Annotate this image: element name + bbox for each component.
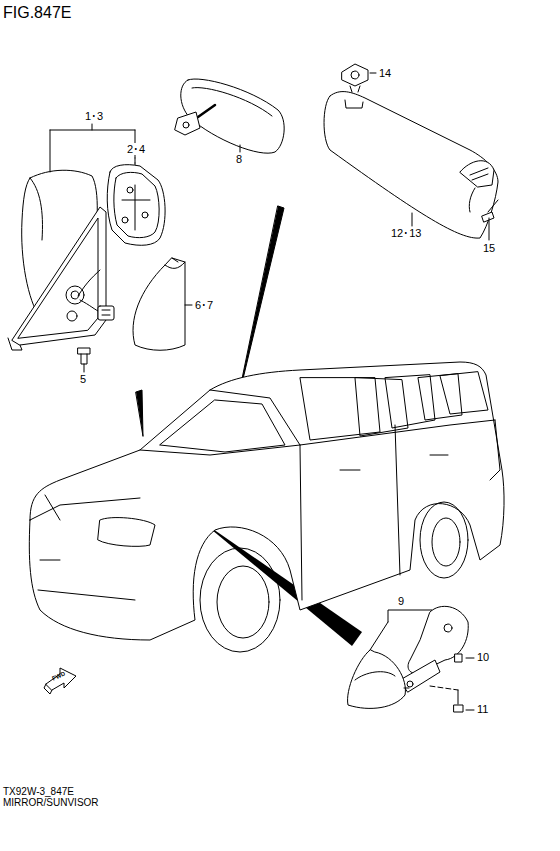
- sunvisor: [324, 92, 498, 239]
- callout-number: 10: [476, 651, 490, 663]
- callout-number: 8: [235, 153, 243, 165]
- bolt: [78, 348, 90, 372]
- forward-arrow: [44, 684, 52, 694]
- callout-number: 11: [476, 703, 489, 715]
- callout-number: 12･13: [390, 227, 422, 239]
- callout-number: 2･4: [126, 143, 146, 155]
- sunvisor-holder: [342, 64, 376, 92]
- door-mirror-assembly: [348, 606, 474, 712]
- mirror-cover: [133, 258, 192, 350]
- door-mirror-assembly: [8, 170, 114, 350]
- inside-mirror: [175, 79, 284, 153]
- callout-number: 15: [482, 242, 496, 254]
- callout-number: 5: [79, 373, 87, 385]
- callout-number: 6･7: [194, 299, 214, 311]
- callout-number: 14: [378, 67, 392, 79]
- screw: [482, 212, 494, 240]
- mirror-glass: [107, 163, 165, 245]
- callout-number: 1･3: [84, 110, 104, 122]
- figure-caption: TX92W-3_847E MIRROR/SUNVISOR: [2, 786, 104, 808]
- callout-number: 9: [397, 595, 405, 607]
- pointer-wedge: [136, 390, 143, 436]
- vehicle: [29, 362, 504, 652]
- forward-arrow: [46, 668, 76, 690]
- figure-title: FIG.847E: [2, 4, 72, 22]
